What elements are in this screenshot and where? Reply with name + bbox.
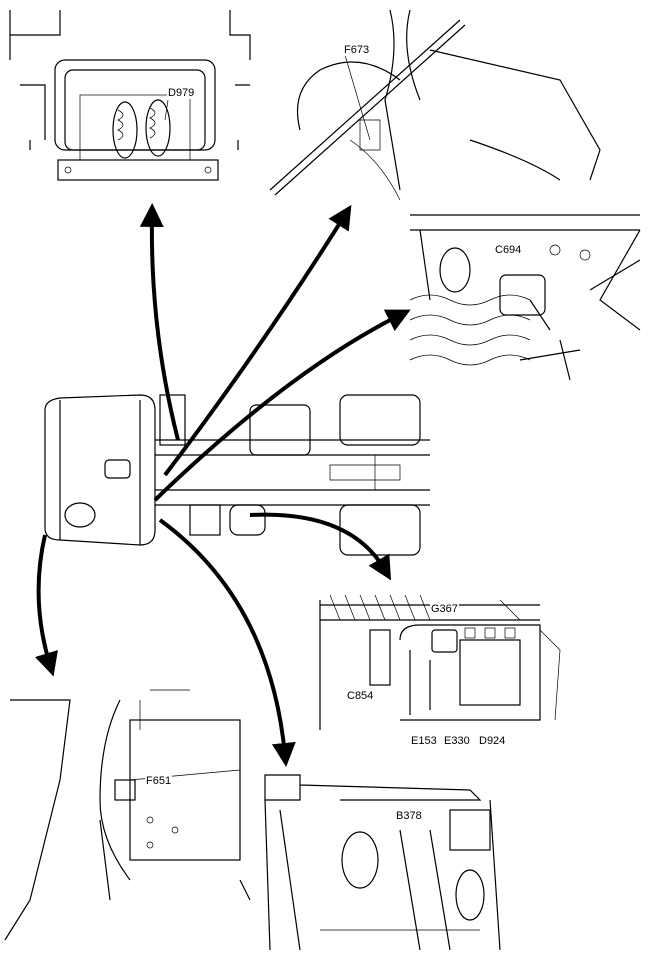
pointer-arrows <box>35 203 411 767</box>
arrow-to-f673 <box>163 204 352 477</box>
arrow-to-c694 <box>153 309 411 502</box>
arrow-to-f651 <box>35 534 58 677</box>
detail-view-f673 <box>269 9 601 201</box>
callout-g367: G367 <box>430 603 459 615</box>
truck-chassis-top-view <box>44 394 430 556</box>
arrow-to-g367 <box>249 512 392 581</box>
callout-f651: F651 <box>145 775 173 787</box>
detail-view-g367 <box>319 594 561 730</box>
callout-d979: D979 <box>167 87 196 99</box>
detail-view-b378 <box>264 774 501 951</box>
callout-c854: C854 <box>346 690 375 702</box>
detail-view-f651 <box>4 689 251 941</box>
callout-c694: C694 <box>494 244 523 256</box>
arrow-to-b378 <box>158 518 296 767</box>
detail-view-d979 <box>9 10 251 181</box>
detail-view-c694 <box>409 214 641 381</box>
callout-d924: D924 <box>478 735 507 747</box>
arrow-to-d979 <box>139 203 180 441</box>
callout-e153: E153 <box>410 735 438 747</box>
callout-b378: B378 <box>395 810 423 822</box>
callout-f673: F673 <box>343 44 371 56</box>
callout-e330: E330 <box>443 735 471 747</box>
